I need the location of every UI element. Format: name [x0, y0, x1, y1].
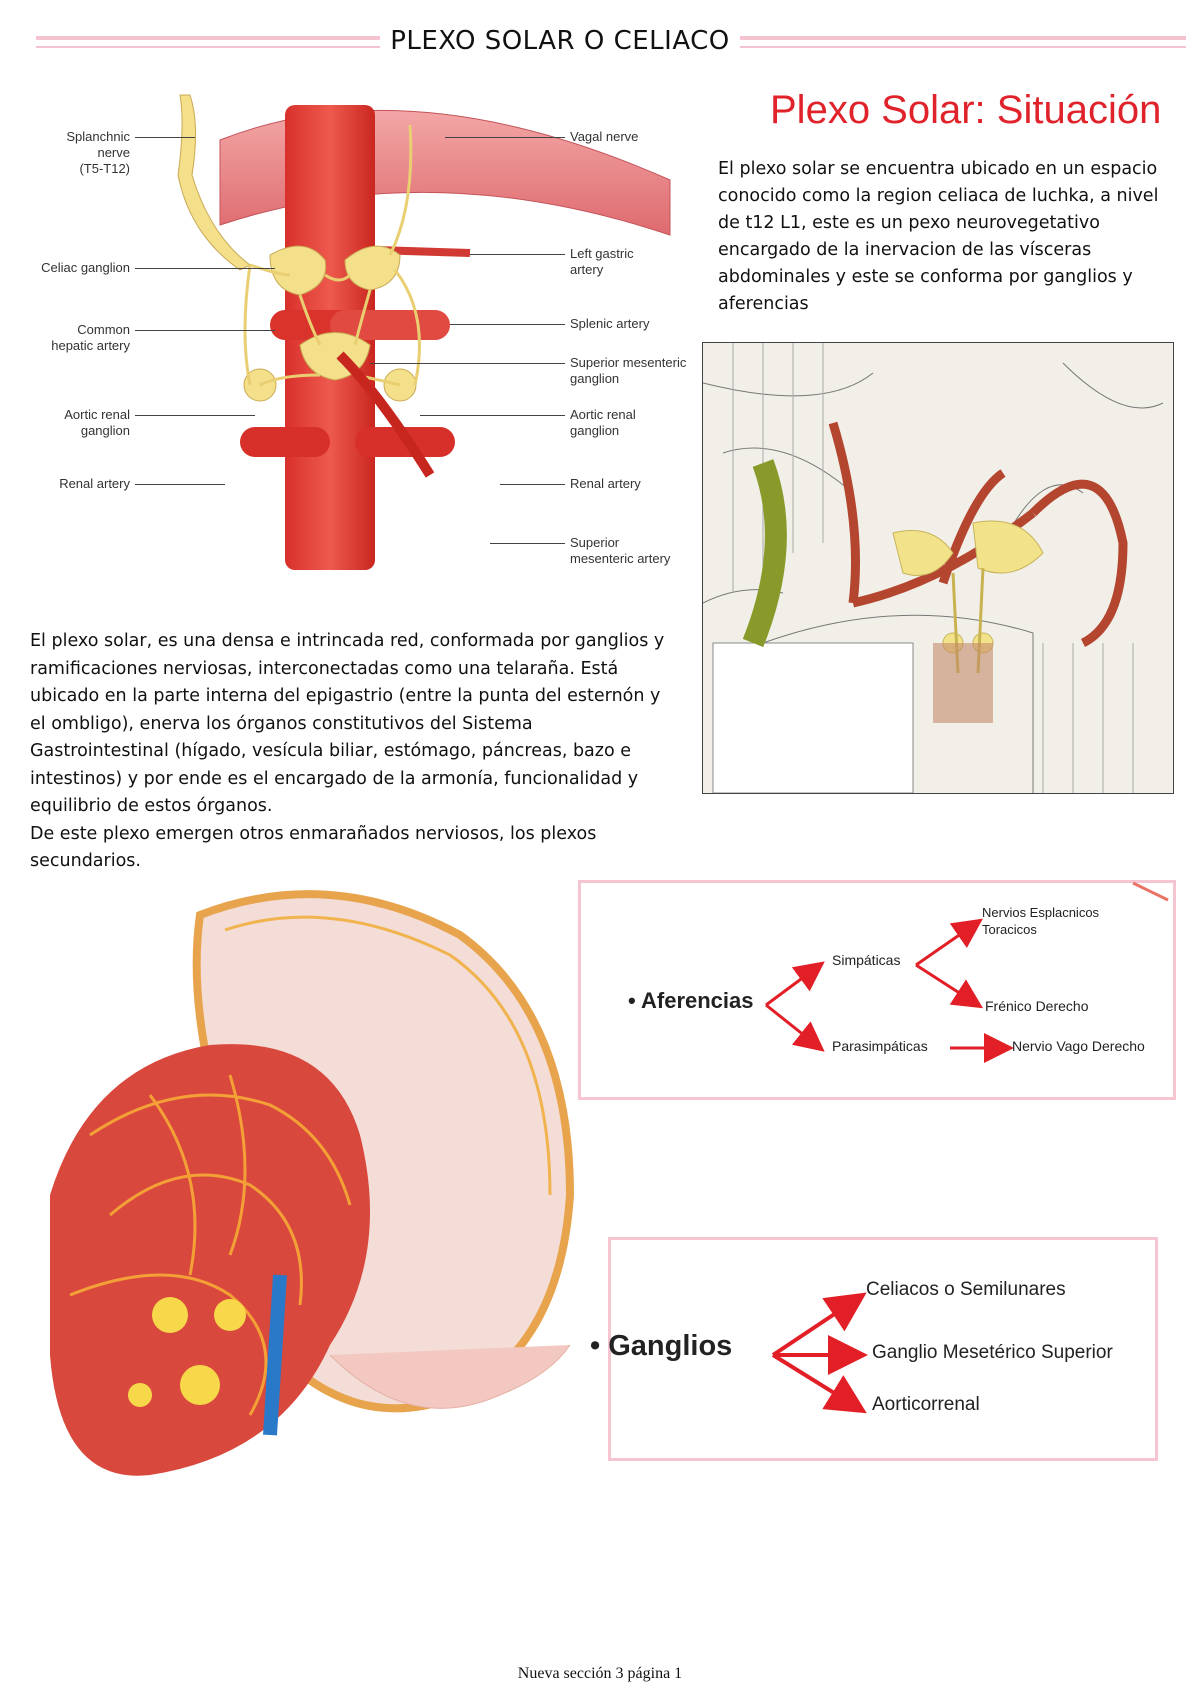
mesenterico-label: Ganglio Mesetérico Superior	[872, 1342, 1113, 1363]
leader-splenic	[450, 324, 565, 325]
vessels-mass	[50, 1044, 370, 1476]
label-splanchnic-nerve: Splanchnic nerve (T5-T12)	[66, 129, 130, 176]
frenico-derecho-label: Frénico Derecho	[985, 998, 1089, 1014]
label-superior-mesenteric-ganglion: Superior mesenteric ganglion	[570, 355, 687, 386]
parasimpaticas-label: Parasimpáticas	[832, 1038, 928, 1054]
plexus-engraving-illustration	[702, 342, 1174, 794]
splanchnic-nerve	[177, 94, 251, 271]
label-renal-artery-right: Renal artery	[570, 476, 641, 491]
label-aortic-renal-ganglion-right: Aortic renal ganglion	[570, 407, 636, 438]
body-text: El plexo solar, es una densa e intrincad…	[30, 628, 670, 876]
leader-splanchnic	[135, 137, 195, 138]
page-title: PLEXO SOLAR O CELIACO	[380, 26, 740, 56]
leader-vagal	[445, 137, 565, 138]
body-paragraph-1: El plexo solar, es una densa e intrincad…	[30, 631, 665, 816]
label-vagal-nerve: Vagal nerve	[570, 129, 639, 144]
leader-aortic-right	[420, 415, 565, 416]
leader-supmes	[370, 363, 565, 364]
label-left-gastric-artery: Left gastric artery	[570, 246, 634, 277]
label-celiac-ganglion: Celiac ganglion	[41, 260, 130, 275]
celiac-ganglion-left	[269, 245, 327, 296]
superior-mesenteric-artery	[336, 351, 435, 478]
vein	[263, 1274, 287, 1436]
label-renal-artery-left: Renal artery	[59, 476, 130, 491]
nervios-esplacnicos-label: Nervios Esplacnicos Toracicos	[982, 905, 1100, 937]
label-splenic-artery: Splenic artery	[570, 316, 650, 331]
situacion-text: El plexo solar se encuentra ubicado en u…	[718, 159, 1159, 314]
renal-artery-left	[240, 427, 330, 457]
celiacos-label: Celiacos o Semilunares	[866, 1279, 1066, 1300]
situacion-heading: Plexo Solar: Situación	[770, 88, 1162, 132]
simpaticas-label: Simpáticas	[832, 952, 901, 968]
label-common-hepatic-artery: Common hepatic artery	[51, 322, 130, 353]
leader-renal-left	[135, 484, 225, 485]
body-paragraph-2: De este plexo emergen otros enmarañados …	[30, 823, 597, 872]
leader-aortic-left	[135, 415, 255, 416]
aferencias-arrows	[765, 881, 1169, 1063]
nervio-vago-label: Nervio Vago Derecho	[1012, 1038, 1145, 1054]
leader-gastric	[470, 254, 565, 255]
ganglios-box	[608, 1237, 1158, 1461]
ganglios-root-label: • Ganglios	[590, 1330, 733, 1362]
aferencias-root-label: • Aferencias	[628, 988, 754, 1013]
leader-celiac	[135, 268, 275, 269]
label-superior-mesenteric-artery: Superior mesenteric artery	[570, 535, 671, 566]
page-footer: Nueva sección 3 página 1	[517, 1665, 683, 1682]
leader-renal-right	[500, 484, 565, 485]
label-aortic-renal-ganglion-left: Aortic renal ganglion	[64, 407, 130, 438]
aorticorrenal-label: Aorticorrenal	[872, 1394, 980, 1415]
nerve-trunk	[742, 459, 787, 648]
ganglios-arrows	[771, 1292, 868, 1414]
stomach-plexus-illustration	[50, 890, 575, 1476]
leader-supart	[490, 543, 565, 544]
aferencias-box	[578, 880, 1176, 1100]
celiac-ganglion-right	[344, 245, 401, 291]
leader-hepatic	[135, 330, 275, 331]
celiac-anatomy-diagram	[177, 94, 671, 570]
